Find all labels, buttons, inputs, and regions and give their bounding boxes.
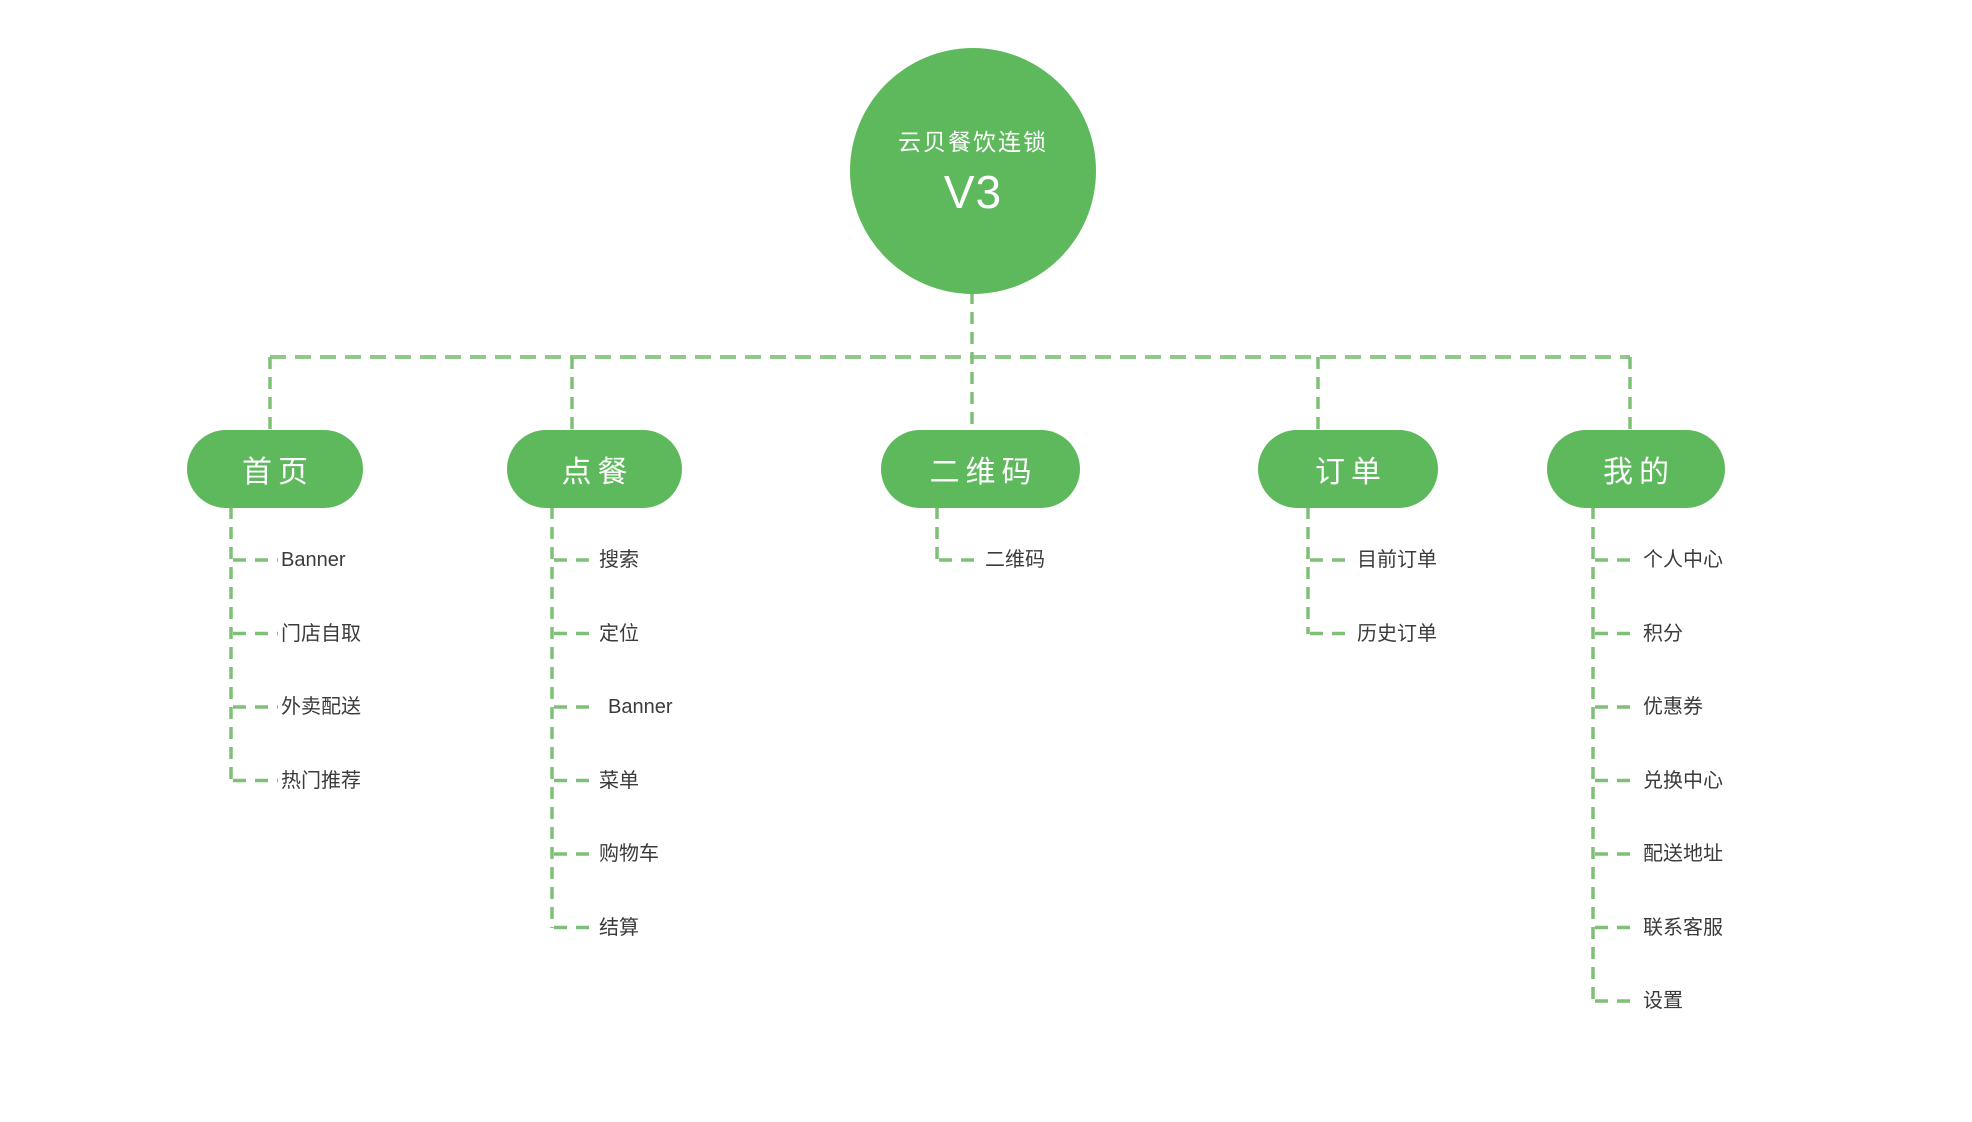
node-mine[interactable]: 我的 [1547,430,1725,508]
leaf-order-checkout[interactable]: 结算 [599,916,639,939]
leaf-orders-history[interactable]: 历史订单 [1357,622,1437,645]
node-home[interactable]: 首页 [187,430,363,508]
leaf-mine-exchange[interactable]: 兑换中心 [1643,769,1723,792]
node-order-food-label: 点餐 [561,456,634,489]
leaf-home-delivery[interactable]: 外卖配送 [281,696,361,718]
leaf-qrcode[interactable]: 二维码 [985,549,1045,571]
leaf-order-locate[interactable]: 定位 [599,622,639,645]
leaf-order-search[interactable]: 搜索 [599,549,639,571]
node-qrcode[interactable]: 二维码 [881,430,1080,508]
leaf-mine-profile[interactable]: 个人中心 [1643,549,1723,571]
node-mine-label: 我的 [1603,456,1675,489]
leaf-order-banner[interactable]: Banner [608,696,673,718]
leaf-mine-address[interactable]: 配送地址 [1643,843,1723,865]
leaf-mine-service[interactable]: 联系客服 [1643,916,1723,939]
node-orders-label: 订单 [1315,456,1387,489]
node-order-food[interactable]: 点餐 [507,430,682,508]
node-qrcode-label: 二维码 [929,456,1038,489]
leaf-orders-current[interactable]: 目前订单 [1357,549,1437,571]
leaf-mine-points[interactable]: 积分 [1643,622,1683,645]
leaf-mine-coupons[interactable]: 优惠券 [1643,696,1703,718]
leaf-order-menu[interactable]: 菜单 [599,769,639,792]
leaf-home-banner[interactable]: Banner [281,549,346,571]
leaf-home-hot[interactable]: 热门推荐 [281,769,361,792]
leaf-home-pickup[interactable]: 门店自取 [281,622,361,645]
root-version: V3 [943,166,1003,218]
root-node[interactable]: 云贝餐饮连锁 V3 [850,48,1096,294]
node-home-label: 首页 [242,456,314,489]
leaf-mine-settings[interactable]: 设置 [1643,990,1683,1012]
root-title: 云贝餐饮连锁 [898,129,1048,155]
leaf-order-cart[interactable]: 购物车 [599,843,659,865]
node-orders[interactable]: 订单 [1258,430,1438,508]
